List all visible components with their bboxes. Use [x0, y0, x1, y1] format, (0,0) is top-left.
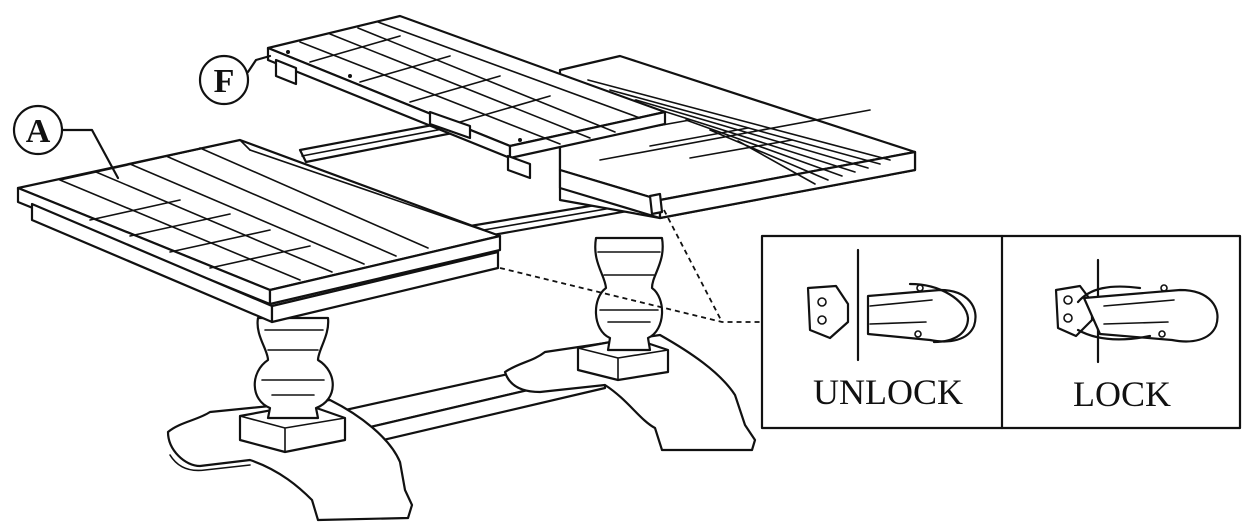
lock-label: LOCK — [1073, 374, 1171, 414]
inset-leader-lower — [663, 209, 723, 323]
callout-f: F — [198, 54, 272, 106]
unlock-keeper-icon — [806, 284, 850, 340]
callout-f-label: F — [214, 63, 235, 100]
callout-f-circle — [198, 54, 250, 106]
callout-a: A — [12, 104, 120, 180]
far-table-half — [558, 54, 917, 220]
unlock-panel: UNLOCK — [806, 248, 977, 412]
callout-a-label: A — [26, 113, 51, 150]
table-top-a — [16, 138, 502, 324]
latch-detail-inset: UNLOCK LOCK — [499, 209, 1242, 430]
callout-f-leader — [246, 54, 272, 74]
lock-panel: LOCK — [1054, 258, 1219, 414]
unlock-label: UNLOCK — [813, 372, 963, 412]
leaf-f — [266, 14, 667, 180]
table-base — [166, 236, 757, 522]
callout-a-leader — [60, 128, 120, 180]
lock-latch-icon — [1082, 288, 1219, 343]
